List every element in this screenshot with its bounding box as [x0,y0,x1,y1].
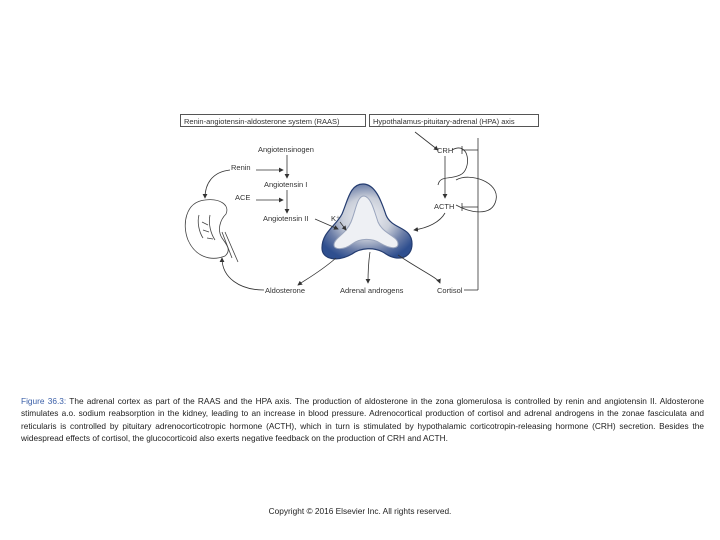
arrow-hypothalamus-to-crh [414,131,439,151]
copyright-notice: Copyright © 2016 Elsevier Inc. All right… [268,506,452,516]
label-angiotensin-1: Angiotensin I [264,180,308,189]
kidney-vessels [221,231,239,263]
hpa-header: Hypothalamus-pituitary-adrenal (HPA) axi… [369,114,539,127]
arrow-k-to-cortex [339,221,347,231]
label-adrenal-androgens: Adrenal androgens [340,286,404,295]
kidney-inner-2 [208,214,216,241]
kidney-outline [184,199,229,259]
label-aldosterone: Aldosterone [265,286,306,295]
adrenal-cortex [321,183,413,260]
arrow-acth-to-cortex [413,212,446,232]
kidney-calyces [201,221,214,240]
kidney-inner-1 [197,214,204,239]
figure-number: Figure 36.3: [21,396,67,406]
caption-text: The adrenal cortex as part of the RAAS a… [21,396,704,444]
label-renin: Renin [231,163,251,172]
label-angiotensin-2: Angiotensin II [263,214,309,223]
label-k-plus: K⁺ [331,214,340,223]
cortex-inner [333,195,399,250]
arrow-kidney-to-renin [202,169,231,199]
pathway-arrows [202,131,497,291]
label-cortisol: Cortisol [437,286,463,295]
label-acth: ACTH [434,202,455,211]
arrow-cortex-to-cortisol [397,254,441,284]
arrow-cortex-to-androgens [365,251,371,284]
arrow-cortex-to-aldosterone [297,257,337,286]
kidney-illustration [184,199,239,263]
raas-header: Renin-angiotensin-aldosterone system (RA… [180,114,366,127]
arrow-angiotensin2-to-cortex [314,218,339,230]
pituitary-outline [455,176,497,213]
label-angiotensinogen: Angiotensinogen [258,145,314,154]
arrow-aldosterone-to-kidney [219,257,265,291]
label-ace: ACE [235,193,251,202]
figure-caption: Figure 36.3: The adrenal cortex as part … [21,395,704,445]
label-crh: CRH [437,146,454,155]
